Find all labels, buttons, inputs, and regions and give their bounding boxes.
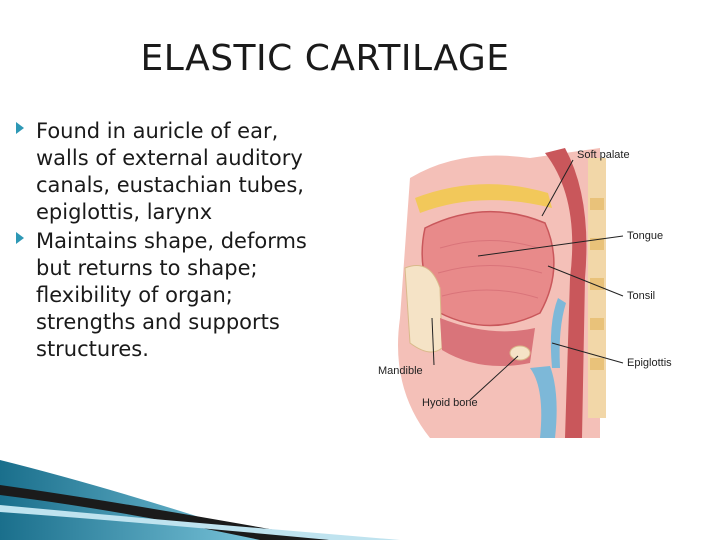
bullet-text: Found in auricle of ear, walls of extern…	[36, 119, 304, 224]
bullet-list: Found in auricle of ear, walls of extern…	[14, 118, 324, 365]
bullet-arrow-icon	[16, 122, 24, 134]
spine	[588, 158, 606, 418]
larynx	[530, 366, 557, 438]
bullet-item: Found in auricle of ear, walls of extern…	[14, 118, 324, 226]
tongue-lines	[437, 240, 543, 299]
bullet-text: Maintains shape, deforms but returns to …	[36, 229, 307, 361]
label-tonsil: Tonsil	[627, 290, 655, 302]
label-tongue: Tongue	[627, 230, 663, 242]
slide-title: ELASTIC CARTILAGE	[140, 38, 510, 79]
mandible	[404, 265, 443, 353]
throat-anatomy-diagram: Soft palate Tongue Tonsil Epiglottis Man…	[378, 148, 672, 438]
hyoid	[509, 345, 531, 361]
pharynx	[545, 148, 587, 438]
label-soft-palate: Soft palate	[577, 149, 630, 161]
leader-lines	[431, 159, 624, 401]
bullet-arrow-icon	[16, 232, 24, 244]
tongue	[421, 210, 555, 327]
label-epiglottis: Epiglottis	[627, 357, 672, 369]
label-mandible: Mandible	[378, 365, 423, 377]
bullet-item: Maintains shape, deforms but returns to …	[14, 228, 324, 363]
epiglottis	[550, 298, 566, 368]
corner-decoration	[0, 460, 400, 540]
label-hyoid-bone: Hyoid bone	[422, 397, 478, 409]
palate	[415, 184, 552, 213]
